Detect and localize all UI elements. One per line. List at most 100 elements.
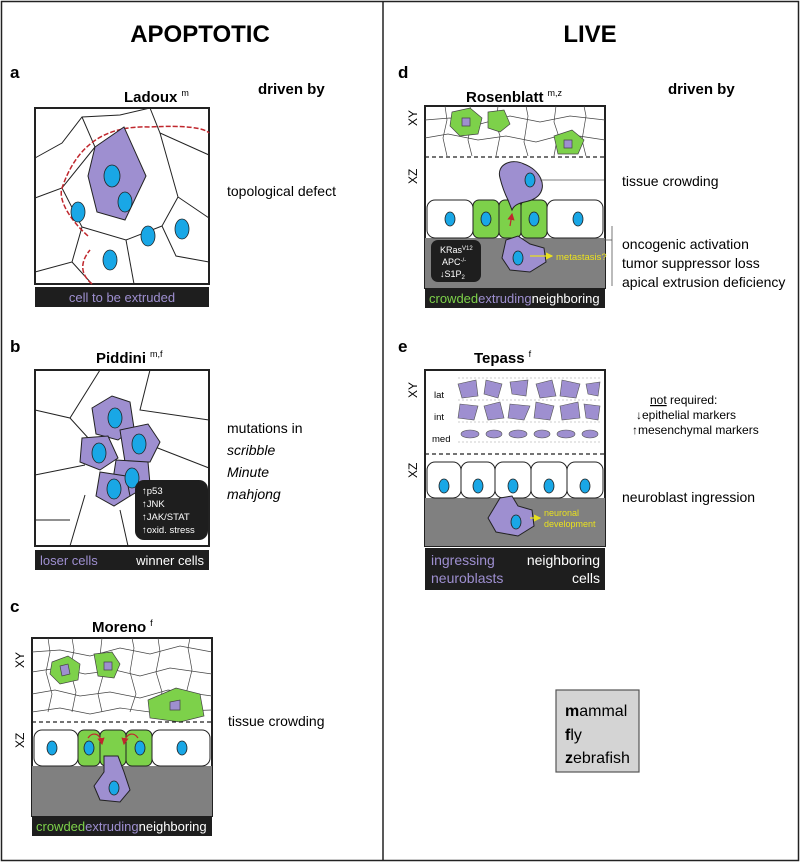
marker-mesenchymal: ↑mesenchymal markers [632,423,759,437]
panel-letter: e [398,337,407,356]
xy-label: XY [406,382,420,398]
author-sup: m,z [548,88,563,98]
panel-letter: d [398,63,408,82]
nuclei [91,407,147,500]
marker-box [431,240,481,282]
legend-text: crowdedextrudingneighboring [429,291,600,306]
cell-outlines [34,369,210,547]
panel-letter: c [10,597,19,616]
marker-box [135,480,208,540]
author-name: Piddini [96,350,146,367]
topological-defect-outline [60,125,210,237]
driver-scribble: scribble [227,442,275,458]
not-required-label: not required: [650,393,717,407]
nuclei [70,164,190,271]
xy-label: XY [13,652,27,668]
driver-text: topological defect [227,183,336,199]
legend-text: crowdedextrudingneighboring [36,819,207,834]
author-sup: f [529,349,532,359]
xy-crowded-patches [49,651,205,723]
legend-cells: cells [572,570,600,586]
key-fly: fly [565,727,582,744]
driver-mahjong: mahjong [227,486,281,502]
legend-ingressing: ingressing [431,552,495,568]
author-name: Ladoux [124,89,178,106]
driver-text: neuroblast ingression [622,489,755,505]
xy-crowded-patches [449,107,585,155]
header-apoptotic: APOPTOTIC [130,21,270,48]
neuronal-label: development [544,519,596,529]
legend-bar [32,816,212,836]
panel-author: Rosenblatt m,z [466,88,563,106]
caption-loser: loser cells [40,553,98,568]
layer-med: med [432,434,450,445]
marker-kras-label: KRas [440,245,463,255]
author-sup: m [181,88,189,98]
xy-neuroblasts [457,379,601,439]
legend-extruding: extruding [478,291,531,306]
driven-by-label: driven by [258,81,325,98]
marker-epithelial: ↓epithelial markers [636,408,736,422]
caption-text: cell to be extruded [69,290,175,305]
author-name: Tepass [474,350,525,367]
drivers-title: mutations in [227,420,302,436]
marker-s1p-sub: 2 [462,275,466,281]
force-arrow [87,733,105,746]
metastasis-label: metastasis? [556,252,607,263]
marker-apc: APC-/- [442,257,466,267]
key-rest: ly [570,727,582,744]
xz-label: XZ [13,733,27,748]
xz-label: XZ [406,463,420,478]
author-sup: f [150,618,153,628]
legend-bar [425,288,605,308]
marker-s1p-label: ↓S1P [440,269,462,279]
key-rest: ebrafish [573,750,630,767]
marker-kras: KRasV12 [440,245,473,255]
key-rest: ammal [579,703,627,720]
force-arrow [507,212,515,227]
author-sup: m,f [150,349,163,359]
species-key: mammal fly zebrafish [555,689,640,773]
legend-neighboring: neighboring [532,291,600,306]
driver-tissue-crowding: tissue crowding [622,173,719,189]
nuclei [444,172,584,266]
panel-letter: a [10,63,20,82]
marker-apc-label: APC [442,257,461,267]
driven-by-label: driven by [668,81,735,98]
marker-s1p: ↓S1P2 [440,269,466,281]
legend-bar [425,548,605,590]
neuronal-label: neuronal [544,508,579,518]
caption-bar [35,287,209,307]
xz-label: XZ [406,169,420,184]
legend-neighboring: neighboring [139,819,207,834]
marker-jak-stat: ↑JAK/STAT [142,512,190,523]
driver-apical-extrusion: apical extrusion deficiency [622,274,785,290]
legend-crowded: crowded [36,819,85,834]
layer-int: int [434,412,444,423]
key-box [555,689,640,773]
key-zebrafish: zebrafish [565,750,630,767]
xy-label: XY [406,110,420,126]
author-name: Rosenblatt [466,89,544,106]
nuclei [438,478,591,530]
marker-oxid-stress: ↑oxid. stress [142,525,195,536]
marker-jnk: ↑JNK [142,499,165,510]
not-word: not [650,393,667,407]
header-live: LIVE [563,21,616,48]
panel-author: Piddini m,f [96,349,163,367]
marker-apc-sup: -/- [461,258,467,264]
driver-oncogenic: oncogenic activation [622,236,749,252]
marker-kras-sup: V12 [462,246,473,252]
layer-labels: lat int med [432,390,450,445]
nuclei [46,740,188,796]
legend-neuroblasts: neuroblasts [431,570,503,586]
topological-defect-outline [82,249,93,285]
